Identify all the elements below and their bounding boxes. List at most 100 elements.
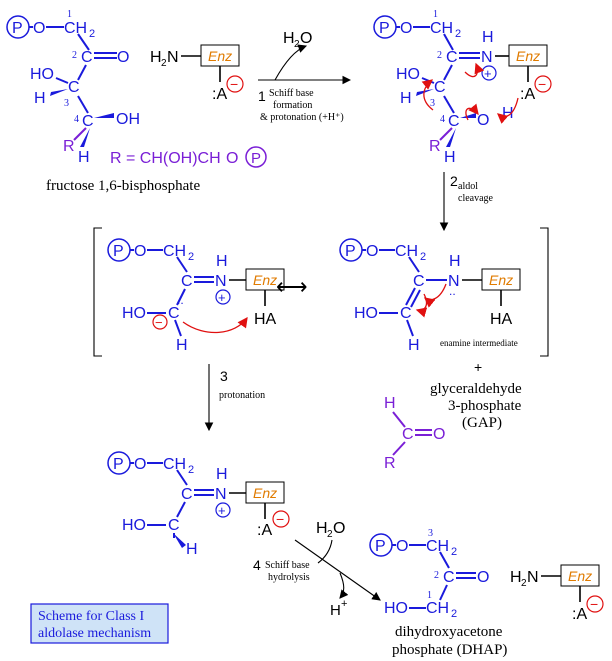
- step-1: H 2 O 1 Schiff base formation & protonat…: [258, 30, 352, 123]
- subscript-2: 2: [455, 28, 461, 40]
- atom-h-n: H: [482, 29, 494, 46]
- atom-c3: C: [68, 79, 80, 96]
- atom-ch2: CH: [426, 538, 449, 555]
- gap-line1: glyceraldehyde: [430, 381, 522, 397]
- step-2-line2: cleavage: [458, 193, 494, 204]
- atom-p: P: [375, 538, 386, 555]
- bracket-left: [93, 227, 102, 357]
- product-gap: + glyceraldehyde 3-phosphate (GAP) H C O…: [384, 359, 522, 472]
- step-2-number: 2: [450, 173, 458, 189]
- structure-schiff-base: P O CH 2 1 C 2 N H + Enz :A − C 3 HO H C…: [373, 9, 552, 166]
- water-h: H: [316, 520, 328, 537]
- enzyme-lysine-2: H 2 N Enz :A −: [510, 564, 604, 623]
- atom-c4: C: [82, 113, 94, 130]
- dhap-line1: dihydroxyacetone: [395, 624, 503, 640]
- atom-h-n: H: [216, 466, 228, 483]
- atom-ch2: CH: [395, 243, 418, 260]
- enz-label: Enz: [208, 48, 232, 64]
- carbon-number-4: 4: [440, 114, 445, 125]
- minus-charge: −: [230, 76, 238, 92]
- atom-c: C: [413, 273, 425, 290]
- minus-charge: −: [276, 511, 284, 527]
- atom-r: R: [429, 138, 441, 155]
- atom-h2n-h: H: [510, 569, 522, 586]
- atom-o-carbonyl: O: [477, 569, 489, 586]
- subscript-2: 2: [89, 28, 95, 40]
- gap-line2: 3-phosphate: [448, 398, 522, 414]
- atom-ho: HO: [30, 66, 54, 83]
- plus-sign: +: [474, 359, 482, 375]
- atom-p: P: [12, 20, 23, 37]
- subscript-2: 2: [420, 251, 426, 263]
- carbon-number-3: 3: [430, 98, 435, 109]
- atom-c4: C: [448, 113, 460, 130]
- atom-ch2: CH: [430, 20, 453, 37]
- atom-ho: HO: [354, 305, 378, 322]
- atom-h-n: H: [449, 253, 461, 270]
- subscript-2: 2: [521, 578, 527, 589]
- r-definition: R = CH(OH)CH: [110, 150, 221, 167]
- atom-o: O: [400, 20, 412, 37]
- atom-h-c4: H: [444, 149, 456, 166]
- atom-h: H: [384, 395, 396, 412]
- subscript-2: 2: [188, 251, 194, 263]
- atom-ho: HO: [396, 66, 420, 83]
- water-o: O: [333, 520, 345, 537]
- minus-charge: −: [538, 76, 546, 92]
- carbon-number-1: 1: [427, 590, 432, 601]
- atom-p: P: [113, 243, 124, 260]
- atom-ch2: CH: [163, 243, 186, 260]
- atom-o: O: [33, 20, 45, 37]
- water-sub: 2: [327, 529, 333, 540]
- atom-h-n: H: [216, 253, 228, 270]
- carbon-number-2: 2: [434, 570, 439, 581]
- atom-r: R: [63, 138, 75, 155]
- atom-h-c4: H: [78, 149, 90, 166]
- atom-h: H: [34, 90, 46, 107]
- water-o: O: [300, 30, 312, 47]
- atom-o: O: [433, 426, 445, 443]
- bracket-right: [540, 227, 549, 357]
- carbon-number-2: 2: [437, 50, 442, 61]
- atom-ho: HO: [122, 517, 146, 534]
- atom-h: H: [400, 90, 412, 107]
- atom-c-alkene: C: [400, 305, 412, 322]
- enz-label: Enz: [568, 568, 592, 584]
- enz-label: Enz: [253, 272, 277, 288]
- r-definition-p: P: [251, 150, 261, 167]
- step-1-line3: & protonation (+H⁺): [260, 112, 344, 123]
- structure-enamine: P O CH 2 C N H .. Enz HA C HO H enamine …: [339, 238, 521, 354]
- carbon-number-2: 2: [72, 50, 77, 61]
- step-2-line1: aldol: [458, 181, 478, 192]
- lone-pair-dots: ..: [449, 284, 456, 298]
- step-3: 3 protonation: [204, 364, 265, 432]
- structure-schiff-base-dhap: P O CH 2 C N H + Enz :A − C HO H: [107, 451, 290, 558]
- structure-carbanion: P O CH 2 C N H + Enz HA C .. − HO H: [107, 238, 285, 354]
- water-sub: 2: [294, 39, 300, 50]
- atom-h-o: H: [502, 105, 514, 122]
- step-2: 2 aldol cleavage: [439, 172, 494, 232]
- atom-c: C: [181, 273, 193, 290]
- atom-o: O: [396, 538, 408, 555]
- minus-charge: −: [155, 315, 163, 330]
- atom-c: C: [181, 486, 193, 503]
- atom-ha: HA: [490, 311, 513, 328]
- scheme-line1: Scheme for Class I: [38, 609, 144, 624]
- atom-h: H: [186, 541, 198, 558]
- atom-c2: C: [81, 49, 93, 66]
- carbon-number-4: 4: [74, 114, 79, 125]
- atom-ch2-1: CH: [426, 600, 449, 617]
- water-h: H: [283, 30, 295, 47]
- atom-h2n-h: H: [150, 49, 162, 66]
- atom-c-ch2: C: [168, 517, 180, 534]
- atom-n: N: [215, 486, 227, 503]
- resonance-arrow: ⟷: [276, 274, 308, 299]
- atom-c3: C: [434, 79, 446, 96]
- subscript-2: 2: [451, 608, 457, 620]
- atom-o-carbonyl: O: [117, 49, 129, 66]
- plus-charge: +: [218, 290, 226, 305]
- atom-ch2: CH: [64, 20, 87, 37]
- carbon-number-1: 1: [67, 9, 72, 20]
- enz-label: Enz: [253, 485, 277, 501]
